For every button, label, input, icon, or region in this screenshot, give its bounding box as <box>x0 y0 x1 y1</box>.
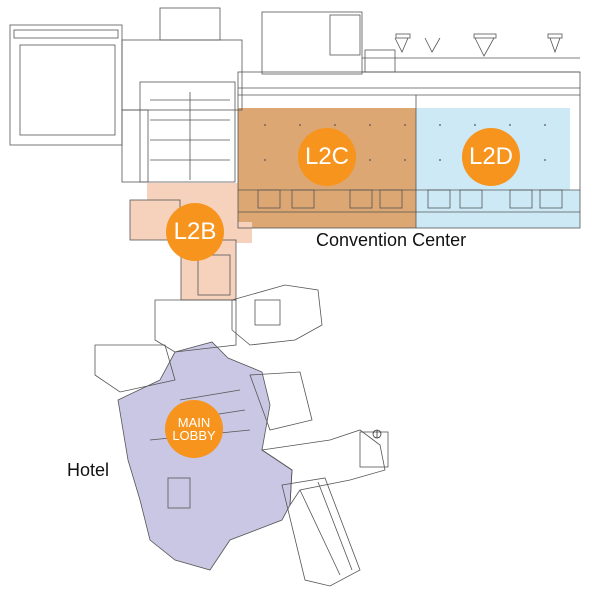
building-linework <box>9 7 581 301</box>
zone-badge-main-lobby-line2: LOBBY <box>172 428 216 443</box>
zone-badge-main-lobby-line1: MAIN <box>177 415 211 430</box>
zone-badge-l2d-text: L2D <box>468 143 514 170</box>
zone-badge-l2d[interactable]: L2D <box>462 128 520 186</box>
zone-badge-main-lobby[interactable]: MAIN LOBBY <box>165 400 223 458</box>
zone-badge-l2c[interactable]: L2C <box>298 128 356 186</box>
convention-center-label: Convention Center <box>316 230 467 250</box>
zone-badge-l2b[interactable]: L2B <box>166 203 224 261</box>
hotel-linework <box>94 284 389 587</box>
north-arrow-icon <box>372 429 382 439</box>
hotel-label: Hotel <box>67 460 110 480</box>
zone-main-lobby-area[interactable] <box>118 342 292 570</box>
zone-badge-l2c-text: L2C <box>304 143 350 170</box>
zone-badge-l2b-text: L2B <box>173 218 217 245</box>
